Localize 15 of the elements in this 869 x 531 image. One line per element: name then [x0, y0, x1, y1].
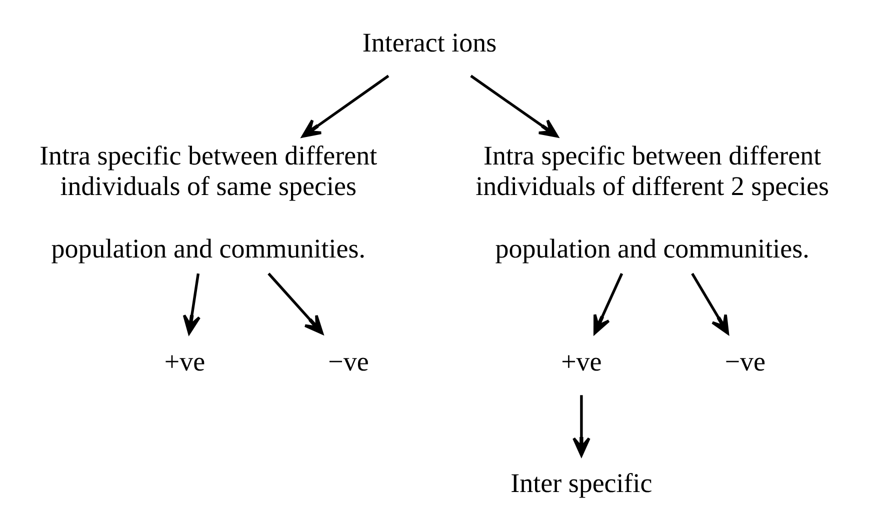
node-text: Inter specific: [510, 468, 652, 498]
node-text: Intra specific between different individuals of different 2 species population and communities.: [475, 140, 829, 264]
arrow: [572, 395, 590, 457]
arrow: [182, 273, 200, 334]
node-text: −ve: [724, 346, 766, 377]
arrow: [301, 74, 389, 138]
arrow: [470, 74, 558, 138]
node-text: −ve: [328, 346, 368, 377]
node-text: +ve: [164, 346, 205, 377]
node-text: Intra specific between different individuals of same species population and communities.: [39, 140, 377, 264]
arrow: [267, 272, 323, 334]
arrow: [592, 273, 623, 334]
node-text: +ve: [560, 346, 602, 377]
arrow: [690, 272, 729, 334]
node-text: Interact ions: [362, 28, 496, 58]
